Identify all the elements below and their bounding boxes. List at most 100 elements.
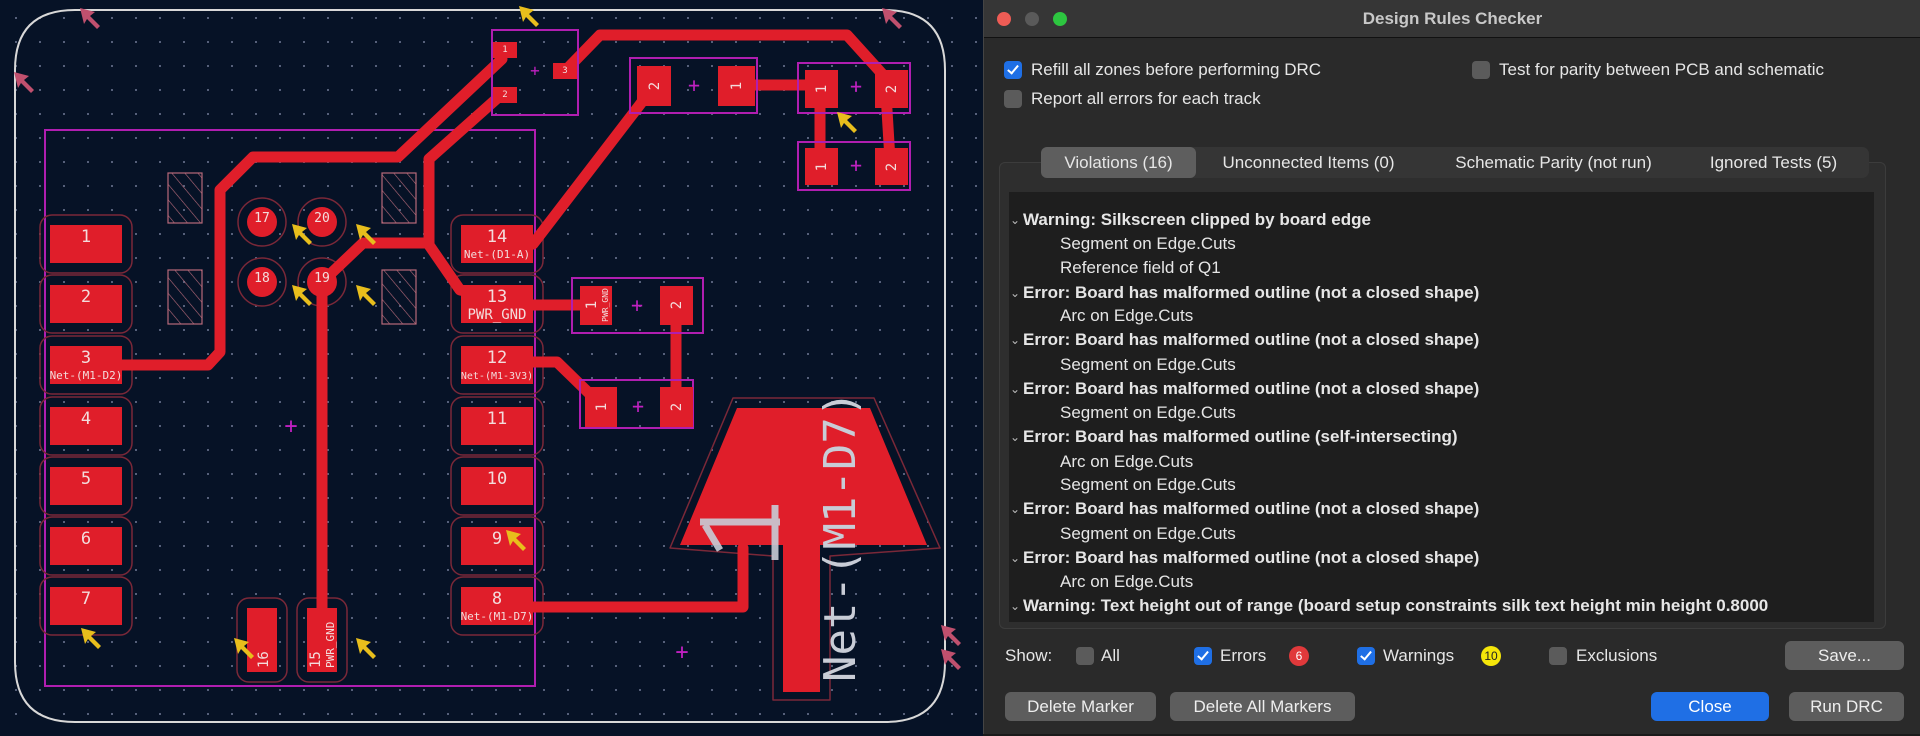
refill-zones-checkbox[interactable] <box>1004 61 1022 79</box>
tab-unconnected-items[interactable]: Unconnected Items (0) <box>1222 153 1395 172</box>
violation-item[interactable]: ⌄Warning: Silkscreen clipped by board ed… <box>1010 210 1371 229</box>
small-component[interactable]: 1 2 3 + <box>491 29 579 116</box>
chevron-down-icon[interactable]: ⌄ <box>1010 551 1021 565</box>
violation-detail[interactable]: Segment on Edge.Cuts <box>1060 234 1236 253</box>
show-errors-checkbox[interactable] <box>1194 647 1212 665</box>
violation-item[interactable]: ⌄Warning: Text height out of range (boar… <box>1010 596 1769 615</box>
violation-detail[interactable]: Segment on Edge.Cuts <box>1060 355 1236 374</box>
violation-detail[interactable]: Reference field of Q1 <box>1060 258 1221 277</box>
tab-schematic-parity[interactable]: Schematic Parity (not run) <box>1455 153 1652 172</box>
violation-detail[interactable]: Arc on Edge.Cuts <box>1060 452 1194 471</box>
chevron-down-icon[interactable]: ⌄ <box>1010 286 1021 300</box>
round-pads[interactable]: 17 20 18 19 <box>247 207 337 297</box>
pad-2[interactable]: 2 <box>50 285 122 323</box>
svg-text:2: 2 <box>502 90 507 100</box>
svg-text:2: 2 <box>81 287 91 307</box>
close-button[interactable]: Close <box>1651 692 1769 721</box>
test-parity-label: Test for parity between PCB and schemati… <box>1499 60 1825 79</box>
show-warnings-checkbox[interactable] <box>1357 647 1375 665</box>
violation-item[interactable]: ⌄Error: Board has malformed outline (not… <box>1010 283 1480 302</box>
warnings-count-badge: 10 <box>1481 646 1501 666</box>
pad-9[interactable]: 9 <box>461 527 533 565</box>
svg-text:Net-(M1-D2): Net-(M1-D2) <box>50 369 123 382</box>
save-button[interactable]: Save... <box>1785 641 1904 670</box>
report-all-errors-checkbox[interactable] <box>1004 90 1022 108</box>
anchor-crosses: ++ <box>284 414 688 665</box>
pad-6[interactable]: 6 <box>50 527 122 565</box>
svg-text:+: + <box>530 61 540 80</box>
violation-detail[interactable]: Segment on Edge.Cuts <box>1060 475 1236 494</box>
minimize-window-button[interactable] <box>1025 12 1039 26</box>
svg-text:14: 14 <box>487 227 507 247</box>
svg-text:1: 1 <box>584 301 600 309</box>
pad-4[interactable]: 4 <box>50 407 122 445</box>
component-d-bottom[interactable]: 1 2 + <box>797 141 911 191</box>
svg-text:19: 19 <box>314 271 330 286</box>
svg-text:+: + <box>284 414 297 439</box>
delete-all-markers-button[interactable]: Delete All Markers <box>1170 692 1355 721</box>
violation-item[interactable]: ⌄Error: Board has malformed outline (not… <box>1010 379 1480 398</box>
violation-item[interactable]: ⌄Error: Board has malformed outline (not… <box>1010 330 1480 349</box>
bottom-pads[interactable]: 16 15 PWR_GND <box>247 608 337 672</box>
component-d-top[interactable]: 1 2 + <box>797 62 911 114</box>
show-all-checkbox[interactable] <box>1076 647 1094 665</box>
chevron-down-icon[interactable]: ⌄ <box>1010 213 1021 227</box>
svg-text:16: 16 <box>256 651 272 668</box>
svg-text:6: 6 <box>81 529 91 549</box>
test-parity-checkbox[interactable] <box>1472 61 1490 79</box>
drc-dialog: Design Rules Checker Refill all zones be… <box>983 0 1920 734</box>
svg-text:1: 1 <box>814 85 830 93</box>
chevron-down-icon[interactable]: ⌄ <box>1010 382 1021 396</box>
pad-10[interactable]: 10 <box>461 467 533 505</box>
violation-detail[interactable]: Arc on Edge.Cuts <box>1060 306 1194 325</box>
tab-violations[interactable]: Violations (16) <box>1041 147 1196 178</box>
svg-text:+: + <box>631 293 643 317</box>
close-window-button[interactable] <box>997 12 1011 26</box>
violation-item[interactable]: ⌄Error: Board has malformed outline (not… <box>1010 548 1480 567</box>
svg-text:18: 18 <box>254 271 270 286</box>
chevron-down-icon[interactable]: ⌄ <box>1010 430 1021 444</box>
violation-detail[interactable]: Segment on Edge.Cuts <box>1060 524 1236 543</box>
violation-item[interactable]: ⌄Error: Board has malformed outline (not… <box>1010 499 1480 518</box>
chevron-down-icon[interactable]: ⌄ <box>1010 502 1021 516</box>
pad-5[interactable]: 5 <box>50 467 122 505</box>
pad-1[interactable]: 1 <box>50 225 122 263</box>
svg-text:9: 9 <box>492 529 502 549</box>
pad-7[interactable]: 7 <box>50 587 122 625</box>
show-all-label: All <box>1101 646 1120 665</box>
violation-detail[interactable]: Segment on Edge.Cuts <box>1060 403 1236 422</box>
violation-item[interactable]: ⌄Error: Board has malformed outline (sel… <box>1010 427 1458 446</box>
show-exclusions-checkbox[interactable] <box>1549 647 1567 665</box>
tab-ignored-tests[interactable]: Ignored Tests (5) <box>1709 153 1838 172</box>
chevron-down-icon[interactable]: ⌄ <box>1010 599 1021 613</box>
component-c1[interactable]: 2 1 + <box>629 57 758 114</box>
svg-text:20: 20 <box>314 211 330 226</box>
svg-text:PWR_GND: PWR_GND <box>467 307 526 323</box>
svg-text:12: 12 <box>487 348 507 368</box>
trapezoid-pad[interactable] <box>680 408 927 692</box>
violation-detail[interactable]: Arc on Edge.Cuts <box>1060 572 1194 591</box>
svg-text:2: 2 <box>669 403 685 411</box>
title-bar[interactable]: Design Rules Checker <box>984 0 1920 38</box>
chevron-down-icon[interactable]: ⌄ <box>1010 333 1021 347</box>
violations-list[interactable]: ⌄Warning: Silkscreen clipped by board ed… <box>1009 192 1874 622</box>
report-all-errors-label: Report all errors for each track <box>1031 89 1261 108</box>
zoom-window-button[interactable] <box>1053 12 1067 26</box>
svg-text:+: + <box>632 394 644 418</box>
module-courtyard <box>44 129 536 687</box>
tab-bar: Violations (16) Unconnected Items (0) Sc… <box>1041 147 1869 178</box>
pad-11[interactable]: 11 <box>461 407 533 445</box>
delete-marker-button[interactable]: Delete Marker <box>1005 692 1156 721</box>
run-drc-button[interactable]: Run DRC <box>1789 692 1904 721</box>
silkscreen-fragment <box>700 505 780 560</box>
component-mid-bottom[interactable]: 1 2 + <box>579 379 694 429</box>
